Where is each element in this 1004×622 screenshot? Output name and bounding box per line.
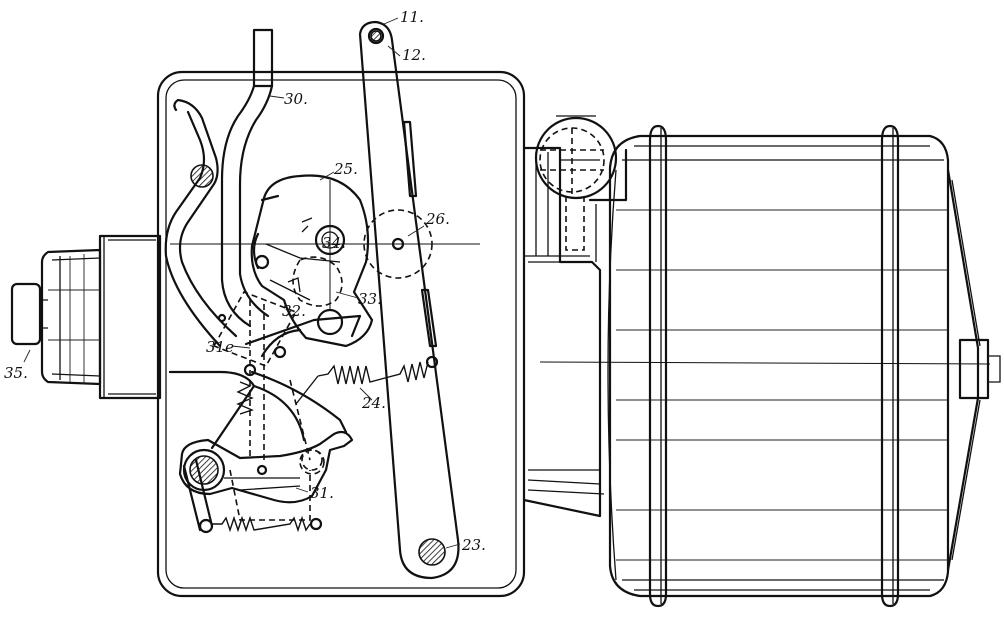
label-25: 25. (333, 160, 358, 178)
label-33: 33. (358, 290, 382, 308)
leader-lines (23, 17, 461, 549)
hook-lever (164, 98, 238, 348)
pivot-pins (217, 313, 362, 476)
left-hub (10, 234, 162, 400)
cable-connector (534, 115, 618, 251)
lower-lever-31 (168, 370, 354, 534)
label-12: 12. (402, 46, 426, 64)
label-32: 32. (282, 302, 306, 320)
reference-labels: 11. 12. 30. 25. 26. 34. 33. 32. 31e 24. … (4, 8, 486, 554)
center-lines (170, 180, 991, 365)
label-35: 35. (4, 364, 28, 382)
swing-arm-12 (358, 20, 460, 580)
label-26: 26. (425, 210, 450, 228)
label-30: 30. (284, 90, 308, 108)
spring-24 (295, 361, 429, 405)
label-34: 34. (322, 234, 346, 252)
dashed-linkage (212, 291, 323, 521)
label-31: 31. (310, 484, 334, 502)
label-23: 23. (461, 536, 486, 554)
label-31e: 31e (206, 338, 234, 356)
motor-housing (607, 124, 1001, 608)
label-11: 11. (400, 8, 424, 26)
label-24: 24. (361, 394, 386, 412)
cam-wheel-25 (250, 174, 374, 348)
control-rod-30 (220, 28, 274, 328)
base-plate (156, 70, 526, 598)
connecting-sleeve (522, 146, 628, 518)
